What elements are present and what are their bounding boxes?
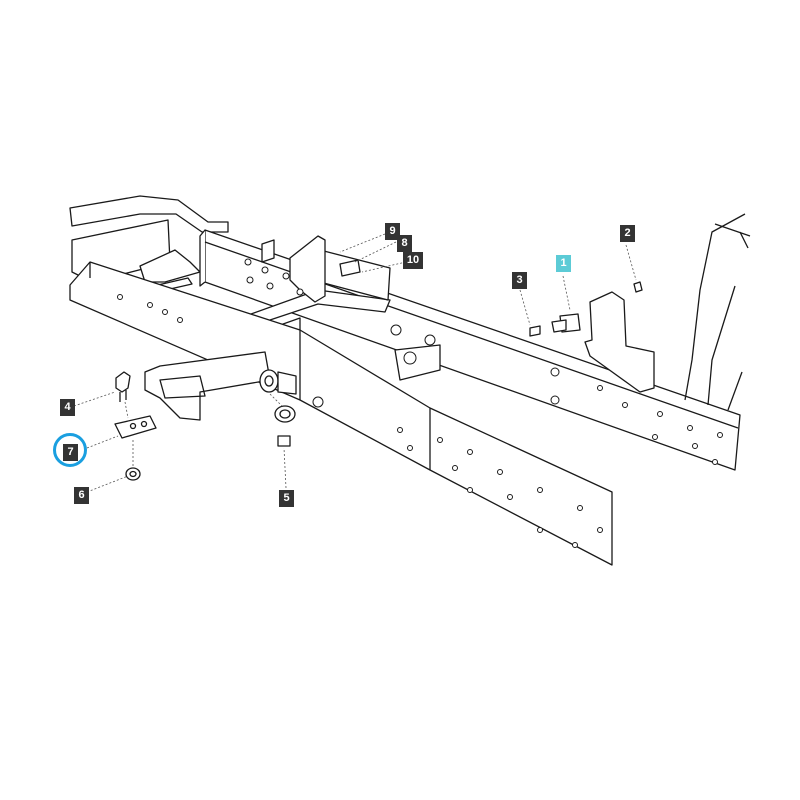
- callout-9[interactable]: 9: [385, 223, 400, 240]
- front-support-bracket: [144, 351, 271, 421]
- callout-10[interactable]: 10: [403, 252, 423, 269]
- callout-1[interactable]: 1: [556, 255, 571, 272]
- switch-part-1: [551, 313, 581, 333]
- side-bracket: [584, 291, 655, 393]
- pivot-bushings: [259, 369, 297, 423]
- clip-part-3: [529, 325, 541, 337]
- highlight-ring: [53, 433, 87, 467]
- bracket-plate-part-7: [114, 415, 157, 439]
- callout-2[interactable]: 2: [620, 225, 635, 242]
- leader-lines: [73, 233, 637, 493]
- bolt-part-5: [277, 435, 291, 447]
- nut-part-6: [125, 467, 141, 481]
- callout-8[interactable]: 8: [397, 235, 412, 252]
- frame-holes: [117, 258, 723, 548]
- upper-mount-bracket: [261, 235, 361, 303]
- near-frame-rail: [69, 261, 613, 566]
- rear-frame-section: [69, 195, 229, 305]
- screw-part-2: [633, 281, 643, 293]
- cab-outline: [684, 213, 751, 411]
- callout-6[interactable]: 6: [74, 487, 89, 504]
- callout-3[interactable]: 3: [512, 272, 527, 289]
- sensor-part-4: [115, 371, 131, 402]
- callout-4[interactable]: 4: [60, 399, 75, 416]
- callout-5[interactable]: 5: [279, 490, 294, 507]
